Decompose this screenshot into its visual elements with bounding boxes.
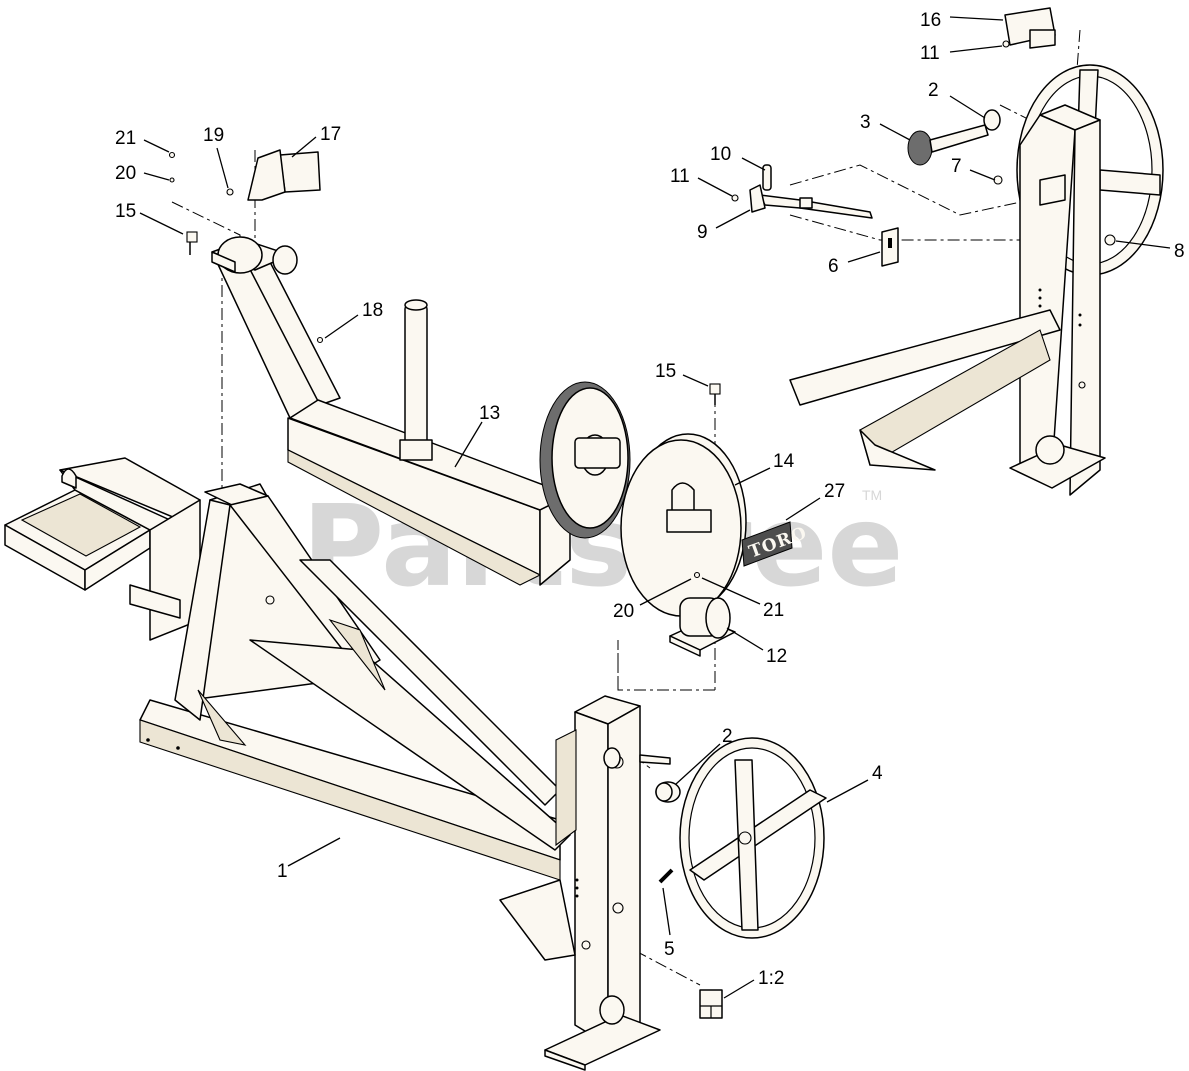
callout-16: 16 [920,10,941,31]
handwheel-lower [679,737,827,939]
callout-8: 8 [1174,241,1185,262]
bushing-lower [655,781,681,803]
base-frame [4,457,661,1071]
callout-4: 4 [872,763,883,784]
lever-bracket [881,227,899,267]
callout-17: 17 [320,124,341,145]
callout-5: 5 [664,939,675,960]
callout-1: 1 [277,861,288,882]
callout-2: 2 [722,726,733,747]
callout-15: 15 [115,201,136,222]
callout-15: 15 [655,361,676,382]
callout-18: 18 [362,300,383,321]
callout-1-2: 1:2 [758,968,784,989]
callout-12: 12 [766,646,787,667]
drive-disc [620,433,747,617]
callout-21: 21 [115,128,136,149]
callout-13: 13 [479,403,500,424]
upper-right-frame [789,64,1164,496]
upright-hub [603,747,671,769]
gear-cover [1002,7,1056,49]
callout-3: 3 [860,112,871,133]
callout-7: 7 [951,156,962,177]
callout-10: 10 [710,144,731,165]
callouts: 16 11 2 3 10 7 11 9 8 6 21 19 17 20 15 1… [115,10,1185,989]
decal-small [699,989,723,1019]
callout-19: 19 [203,125,224,146]
callout-21: 21 [763,600,784,621]
spur-gear [539,381,631,539]
callout-6: 6 [828,256,839,277]
guard-plate [247,149,321,201]
callout-2: 2 [928,80,939,101]
bearing-block [669,597,736,657]
pinion-gear [907,109,1001,166]
callout-27: 27 [824,481,845,502]
callout-9: 9 [697,222,708,243]
callout-20: 20 [613,601,634,622]
watermark-trademark: TM [862,487,882,503]
callout-11: 11 [920,43,940,64]
callout-20: 20 [115,163,136,184]
leader-lines [139,16,1171,999]
roll-pin [658,868,674,884]
callout-14: 14 [773,451,795,472]
fasteners-left [168,151,721,579]
callout-11: 11 [670,166,690,187]
shift-lever [731,164,873,219]
fasteners-right [993,175,1116,246]
